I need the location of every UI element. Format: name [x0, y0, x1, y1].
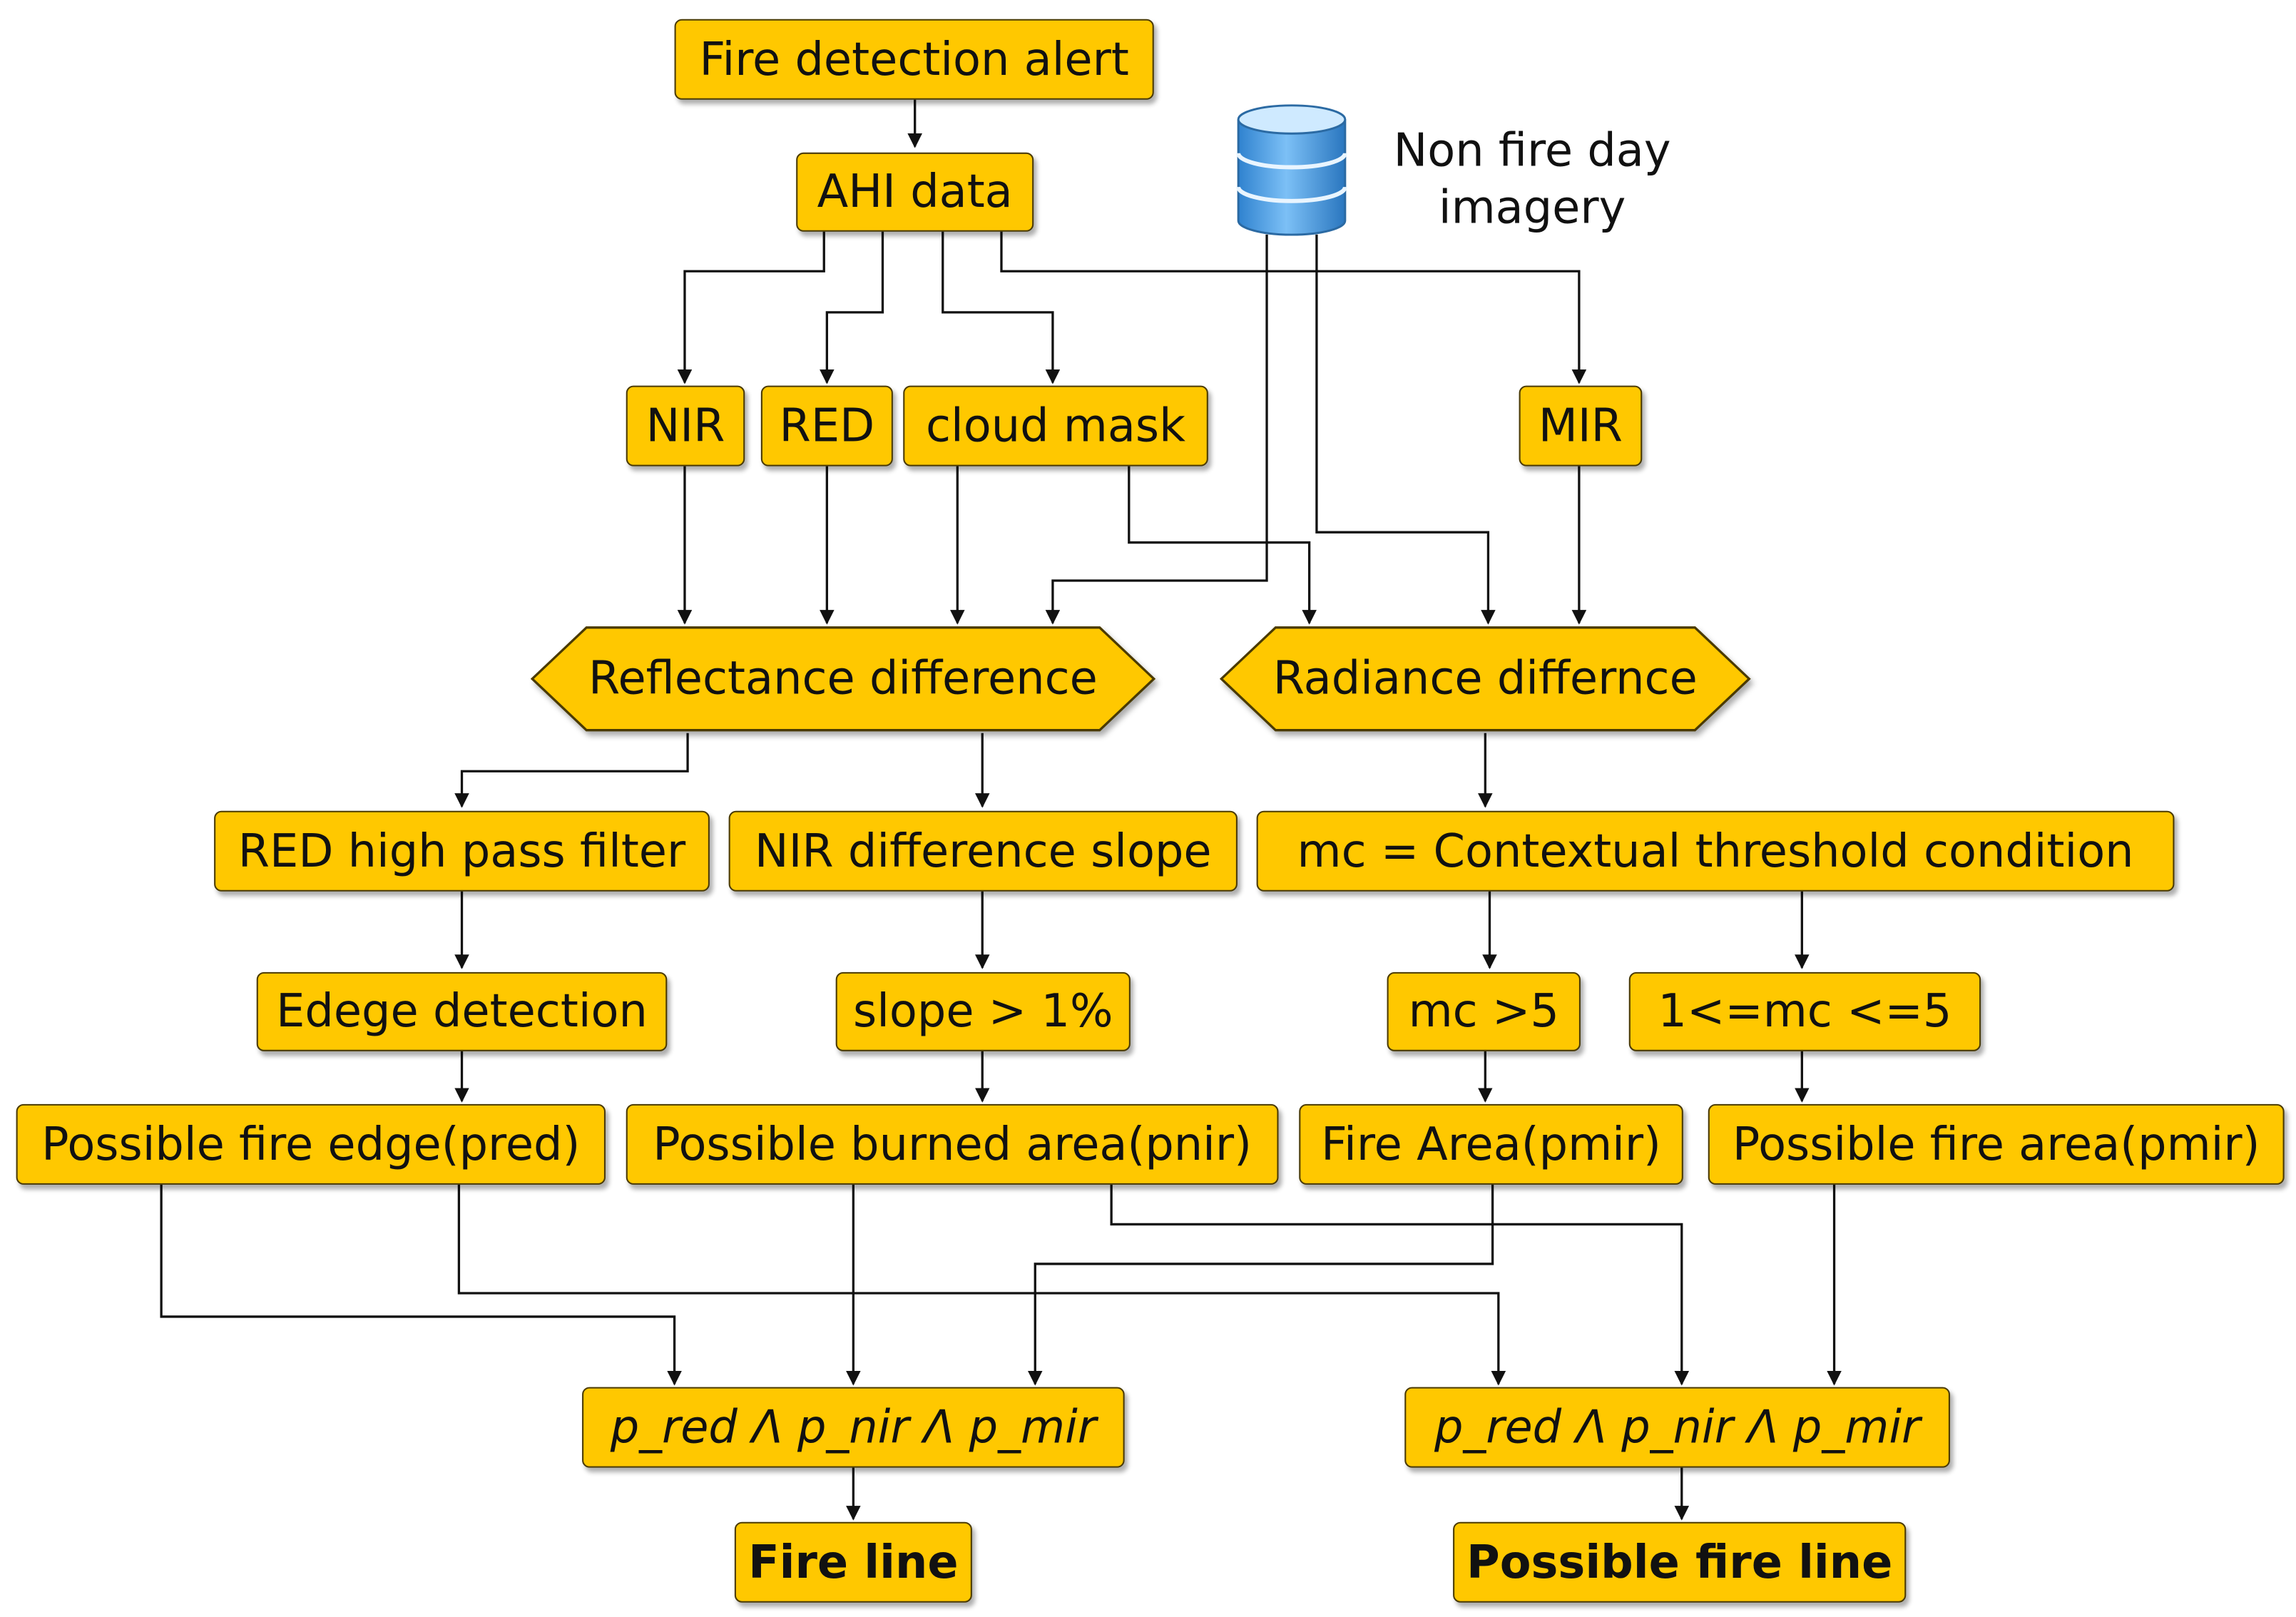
mc-range-node: 1<=mc <=5 — [1628, 971, 1981, 1051]
possible-burned-area-node: Possible burned area(pnir) — [626, 1103, 1279, 1185]
cloud-mask-node: cloud mask — [903, 385, 1208, 466]
slope-condition-node: slope > 1% — [835, 971, 1131, 1051]
wire-ahi-mir — [1000, 231, 1587, 384]
wire-fa-andL — [1027, 1184, 1494, 1386]
mir-node: MIR — [1519, 385, 1643, 466]
database-label: Non fire day imagery — [1371, 123, 1693, 238]
database-label-line2: imagery — [1438, 181, 1626, 235]
radiance-difference-node: Radiance differnce — [1219, 626, 1751, 732]
possible-fire-line-node: Possible fire line — [1453, 1521, 1907, 1603]
fire-line-node: Fire line — [734, 1521, 972, 1603]
red-high-pass-filter-node: RED high pass filter — [214, 810, 710, 892]
fire-area-node: Fire Area(pmir) — [1299, 1103, 1683, 1185]
nir-node: NIR — [626, 385, 745, 466]
nir-difference-slope-node: NIR difference slope — [728, 810, 1238, 892]
database-icon — [1236, 104, 1347, 236]
fire-detection-alert-node: Fire detection alert — [674, 19, 1154, 100]
possible-fire-edge-node: Possible fire edge(pred) — [16, 1103, 606, 1185]
contextual-threshold-node: mc = Contextual threshold condition — [1256, 810, 2175, 892]
edge-detection-node: Edege detection — [256, 971, 668, 1051]
ahi-data-node: AHI data — [796, 152, 1034, 232]
reflectance-difference-label: Reflectance difference — [588, 652, 1098, 705]
radiance-difference-label: Radiance differnce — [1272, 652, 1698, 705]
wire-db-refl — [1045, 234, 1268, 625]
wire-pba-andR — [1110, 1184, 1690, 1386]
wire-pfe-andL — [160, 1184, 682, 1386]
reflectance-difference-node: Reflectance difference — [530, 626, 1156, 732]
wire-pfe-andR — [457, 1184, 1506, 1386]
and-condition-left-node: p_red Λ p_nir Λ p_mir — [582, 1387, 1125, 1468]
wire-ahi-nir — [677, 231, 825, 384]
mc-gt5-node: mc >5 — [1387, 971, 1581, 1051]
red-node: RED — [760, 385, 893, 466]
wire-cloud-rad — [1128, 466, 1317, 625]
wire-ahi-cloud — [942, 231, 1061, 384]
and-condition-right-node: p_red Λ p_nir Λ p_mir — [1404, 1387, 1950, 1468]
wire-refl-redhp — [454, 733, 689, 808]
possible-fire-area-node: Possible fire area(pmir) — [1708, 1103, 2285, 1185]
wire-ahi-red — [820, 231, 884, 384]
database-label-line1: Non fire day — [1393, 124, 1671, 178]
wire-db-rad — [1315, 234, 1496, 625]
